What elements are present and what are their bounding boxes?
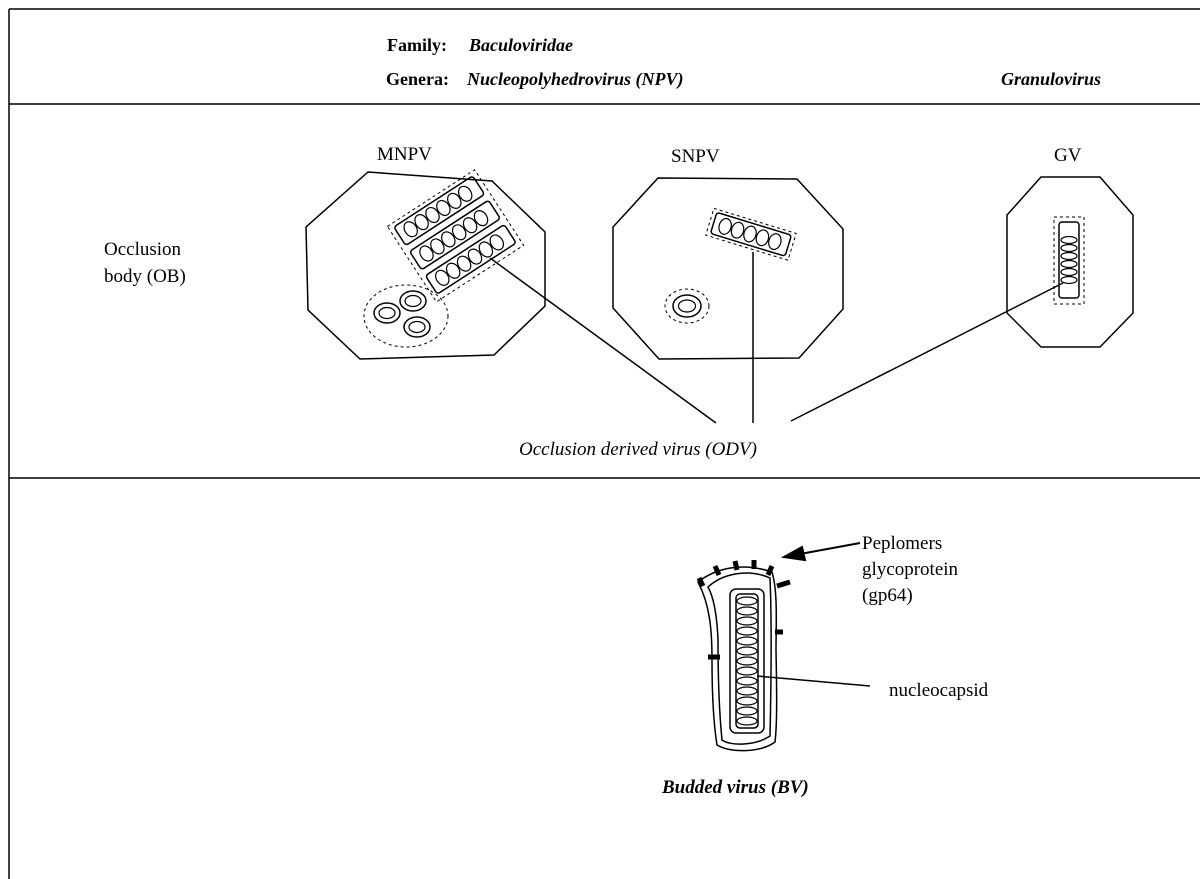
peplomers-label-line2: glycoprotein [862, 559, 959, 580]
snpv-occlusion-body [612, 177, 844, 360]
peplomers [696, 560, 791, 660]
mnpv-label: MNPV [377, 144, 432, 165]
odv-label: Occlusion derived virus (ODV) [519, 439, 757, 460]
nucleocapsid-pointer [756, 675, 871, 687]
snpv-label: SNPV [671, 146, 720, 167]
table-frame [8, 8, 1200, 879]
mnpv-odv-bundles [386, 169, 525, 303]
row-label-line2: body (OB) [104, 266, 186, 287]
peplomers-label-line1: Peplomers [862, 533, 943, 554]
genera-label: Genera: [386, 69, 449, 89]
budded-virus [697, 566, 778, 752]
mnpv-occlusion-body [305, 169, 546, 360]
gv-label: GV [1054, 145, 1082, 166]
odv-pointer-lines [489, 252, 1064, 424]
peplomers-arrow [780, 542, 861, 562]
family-name: Baculoviridae [469, 35, 573, 55]
row-label-line1: Occlusion [104, 239, 182, 260]
family-label: Family: [387, 35, 447, 55]
peplomers-label-line3: (gp64) [862, 585, 913, 606]
genus-gv: Granulovirus [1001, 69, 1102, 89]
gv-occlusion-body [1006, 176, 1134, 348]
bv-label: Budded virus (BV) [662, 777, 809, 798]
genus-npv: Nucleopolyhedrovirus (NPV) [467, 69, 684, 89]
nucleocapsid-label: nucleocapsid [889, 680, 989, 701]
mnpv-single-virions [363, 284, 449, 348]
